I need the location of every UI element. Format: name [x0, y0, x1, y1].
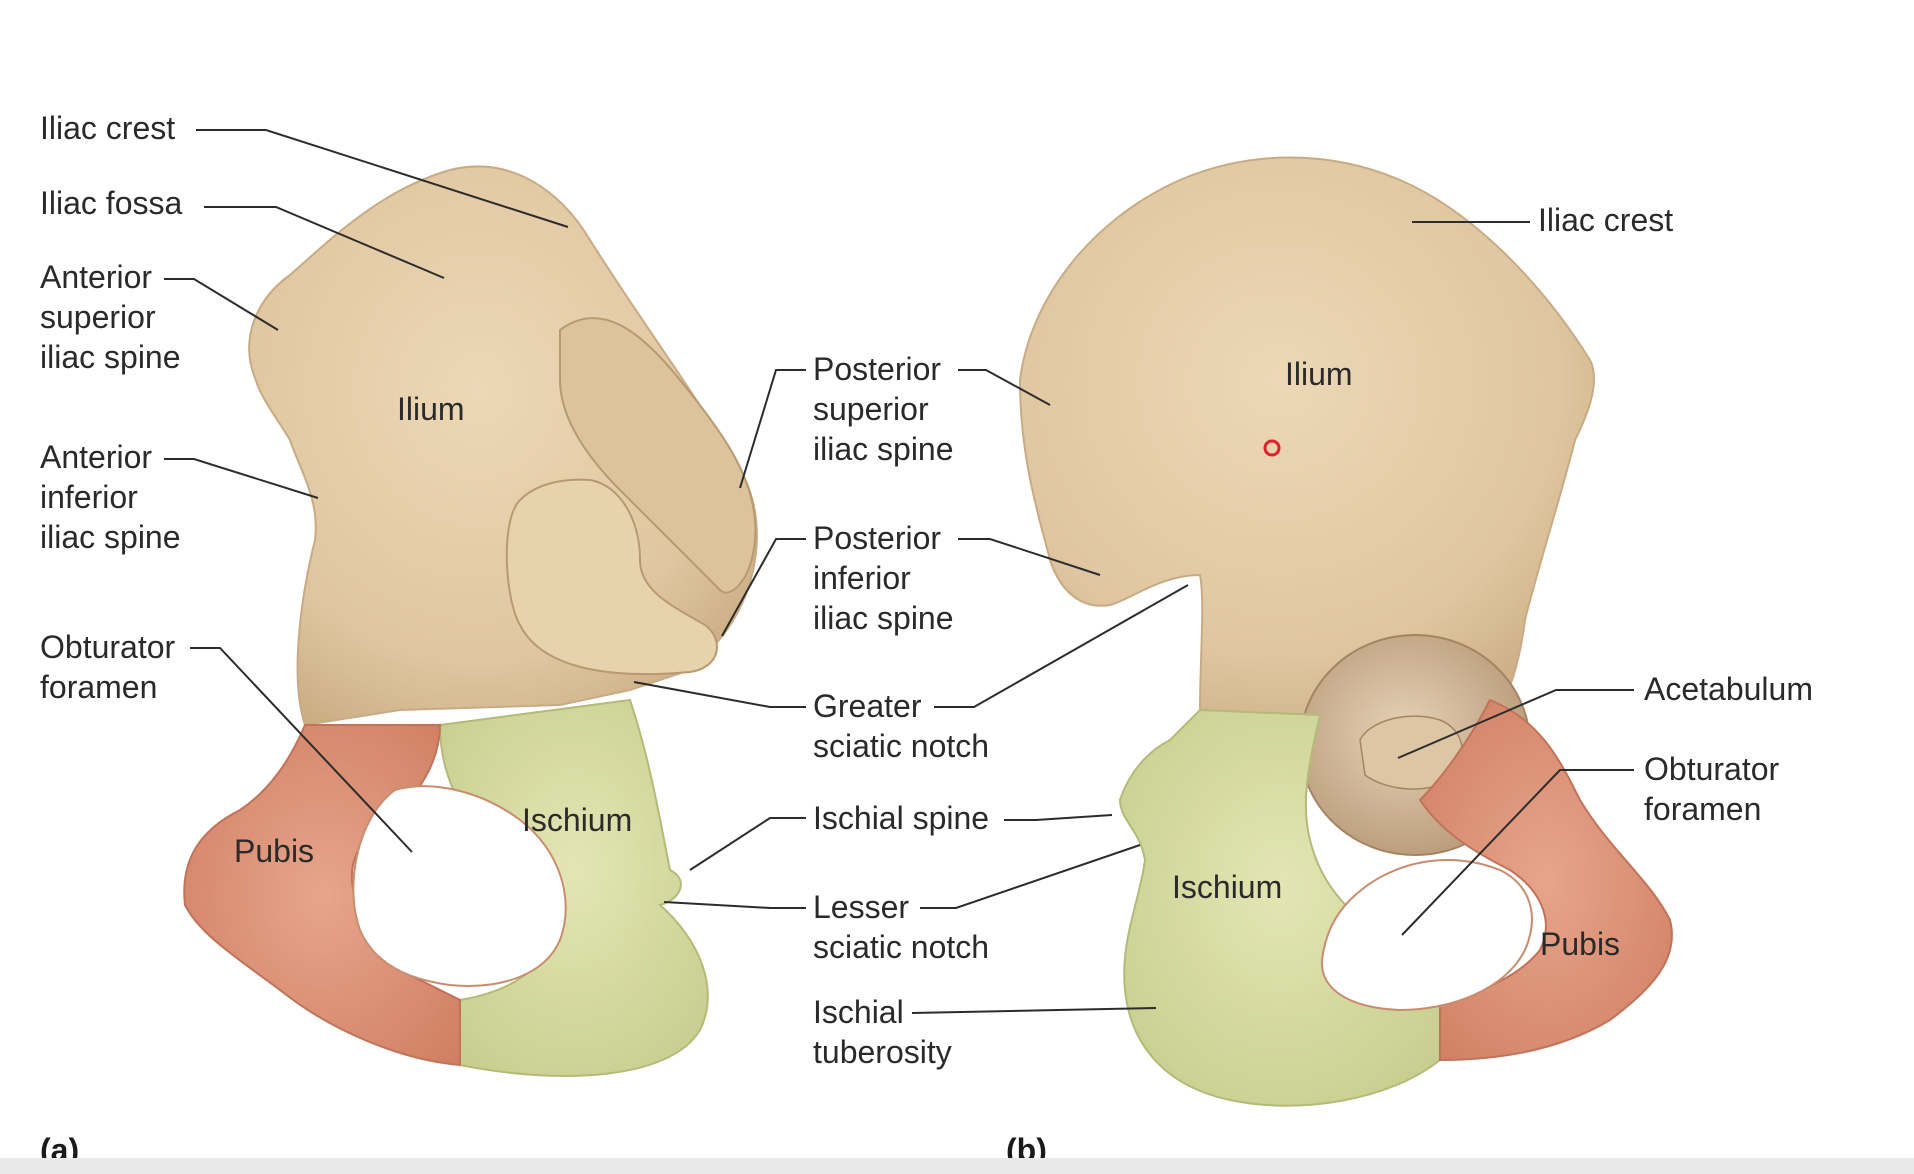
panel-b-obturator-foramen	[1320, 859, 1533, 1012]
label-a-anterior-superior-iliac-spine: Anterior superior iliac spine	[40, 259, 181, 375]
region-b-pubis: Pubis	[1540, 926, 1621, 962]
leader-lsn-a	[663, 901, 806, 909]
panel-b-bone	[1018, 156, 1673, 1107]
label-ischial-tuberosity: Ischial tuberosity	[813, 994, 952, 1070]
panel-b-pubis	[1418, 698, 1673, 1062]
leader-ischial-tuberosity	[911, 1007, 1157, 1014]
leader-lines	[164, 129, 1634, 1014]
leader-piis-a	[721, 538, 806, 637]
label-a-obturator-foramen: Obturator foramen	[40, 629, 176, 705]
label-b-iliac-crest: Iliac crest	[1538, 202, 1674, 238]
leader-psis-a	[739, 369, 806, 489]
leader-gsn-b	[934, 584, 1189, 708]
panel-a-obturator-foramen	[352, 785, 567, 987]
leader-b-acetabulum	[1397, 689, 1634, 759]
label-lesser-sciatic-notch: Lesser sciatic notch	[813, 889, 990, 965]
region-a-ischium: Ischium	[522, 802, 633, 838]
leader-a-iliac-fossa	[204, 206, 445, 279]
leader-gsn-a	[633, 681, 806, 708]
panel-a-bone	[183, 165, 758, 1077]
leader-ischial-spine-b	[1004, 814, 1113, 821]
region-b-ischium: Ischium	[1172, 869, 1283, 905]
panel-b-ilium	[1018, 156, 1596, 722]
leader-a-aiis	[164, 458, 319, 499]
panel-a-auricular-surface	[505, 478, 718, 676]
pointer-marker	[1263, 439, 1281, 457]
leader-psis-b	[958, 369, 1051, 406]
leader-b-obturator-foramen	[1401, 769, 1634, 936]
label-a-iliac-crest: Iliac crest	[40, 110, 176, 146]
label-b-acetabulum: Acetabulum	[1644, 671, 1813, 707]
label-a-anterior-inferior-iliac-spine: Anterior inferior iliac spine	[40, 439, 181, 555]
label-b-obturator-foramen: Obturator foramen	[1644, 751, 1780, 827]
label-greater-sciatic-notch: Greater sciatic notch	[813, 688, 990, 764]
leader-lsn-b	[920, 844, 1141, 909]
leader-a-iliac-crest	[196, 129, 569, 228]
bottom-edge-bar	[0, 1158, 1914, 1174]
leader-ischial-spine-a	[689, 817, 806, 871]
label-ischial-spine: Ischial spine	[813, 800, 990, 836]
label-posterior-inferior-iliac-spine: Posterior inferior iliac spine	[813, 520, 954, 636]
label-posterior-superior-iliac-spine: Posterior superior iliac spine	[813, 351, 954, 467]
region-a-pubis: Pubis	[234, 833, 315, 869]
panel-a-posterior-ridge	[559, 317, 757, 594]
leader-piis-b	[958, 538, 1101, 576]
panel-b-ischium	[1118, 708, 1441, 1107]
region-a-ilium: Ilium	[397, 391, 465, 427]
leader-a-obturator-foramen	[190, 647, 413, 853]
label-a-iliac-fossa: Iliac fossa	[40, 185, 183, 221]
region-b-ilium: Ilium	[1285, 356, 1353, 392]
leader-a-asis	[164, 278, 279, 331]
